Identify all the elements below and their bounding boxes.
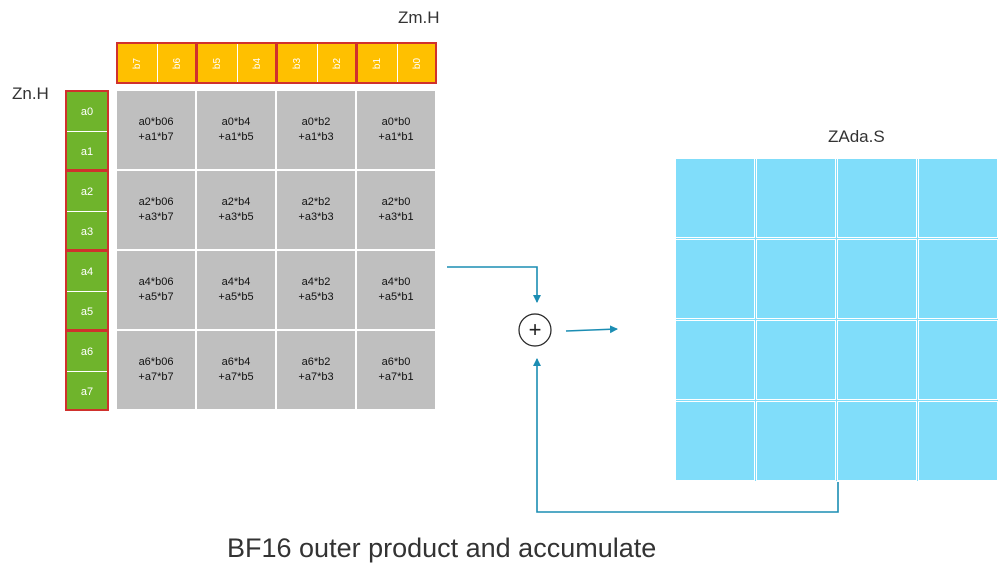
zada-cell [837, 320, 917, 400]
accumulator-feedback-arrow [533, 358, 839, 513]
zada-cell [756, 320, 836, 400]
zada-cell [756, 401, 836, 481]
zn-element-a7: a7 [66, 371, 108, 411]
zm-element-b4: b4 [237, 43, 277, 83]
zada-cell [837, 158, 917, 238]
diagram-caption: BF16 outer product and accumulate [227, 533, 657, 563]
zada-cell [675, 320, 755, 400]
zada-cell [918, 320, 998, 400]
zada-cell [756, 239, 836, 319]
product-cell: a0*b0 +a1*b1 [357, 91, 435, 169]
zada-cell [918, 158, 998, 238]
zada-cell [837, 401, 917, 481]
zada-cell [918, 239, 998, 319]
zn-label: Zn.H [12, 84, 49, 103]
product-cell: a2*b2 +a3*b3 [277, 171, 355, 249]
zn-element-a2: a2 [66, 171, 108, 211]
product-cell: a6*b0 +a7*b1 [357, 331, 435, 409]
product-cell: a4*b4 +a5*b5 [197, 251, 275, 329]
plus-icon: + [528, 317, 542, 342]
zada-label: ZAda.S [828, 127, 885, 146]
zada-cell [837, 239, 917, 319]
product-to-adder-arrow [447, 266, 541, 303]
zada-cell [756, 158, 836, 238]
product-cell: a4*b06 +a5*b7 [117, 251, 195, 329]
adder-circle [518, 313, 552, 347]
product-cell: a4*b0 +a5*b1 [357, 251, 435, 329]
product-cell: a2*b4 +a3*b5 [197, 171, 275, 249]
product-cell: a0*b06 +a1*b7 [117, 91, 195, 169]
zada-accumulator-grid [675, 158, 998, 481]
zm-element-b6: b6 [157, 43, 197, 83]
zm-element-b5: b5 [197, 43, 237, 83]
product-cell: a2*b06 +a3*b7 [117, 171, 195, 249]
zm-element-b0: b0 [397, 43, 437, 83]
zn-element-a6: a6 [66, 331, 108, 371]
zada-cell [918, 401, 998, 481]
product-cell: a6*b2 +a7*b3 [277, 331, 355, 409]
zm-element-b2: b2 [317, 43, 357, 83]
product-cell: a2*b0 +a3*b1 [357, 171, 435, 249]
zn-element-a3: a3 [66, 211, 108, 251]
zada-cell [675, 401, 755, 481]
product-cell: a4*b2 +a5*b3 [277, 251, 355, 329]
zn-element-a1: a1 [66, 131, 108, 171]
zm-element-b1: b1 [357, 43, 397, 83]
adder-to-accumulator-arrow [565, 325, 618, 334]
zada-cell [675, 158, 755, 238]
product-cell: a6*b4 +a7*b5 [197, 331, 275, 409]
zn-element-a0: a0 [66, 91, 108, 131]
product-cell: a0*b2 +a1*b3 [277, 91, 355, 169]
zn-element-a5: a5 [66, 291, 108, 331]
product-cell: a6*b06 +a7*b7 [117, 331, 195, 409]
product-cell: a0*b4 +a1*b5 [197, 91, 275, 169]
zada-cell [675, 239, 755, 319]
zm-label: Zm.H [398, 8, 440, 27]
